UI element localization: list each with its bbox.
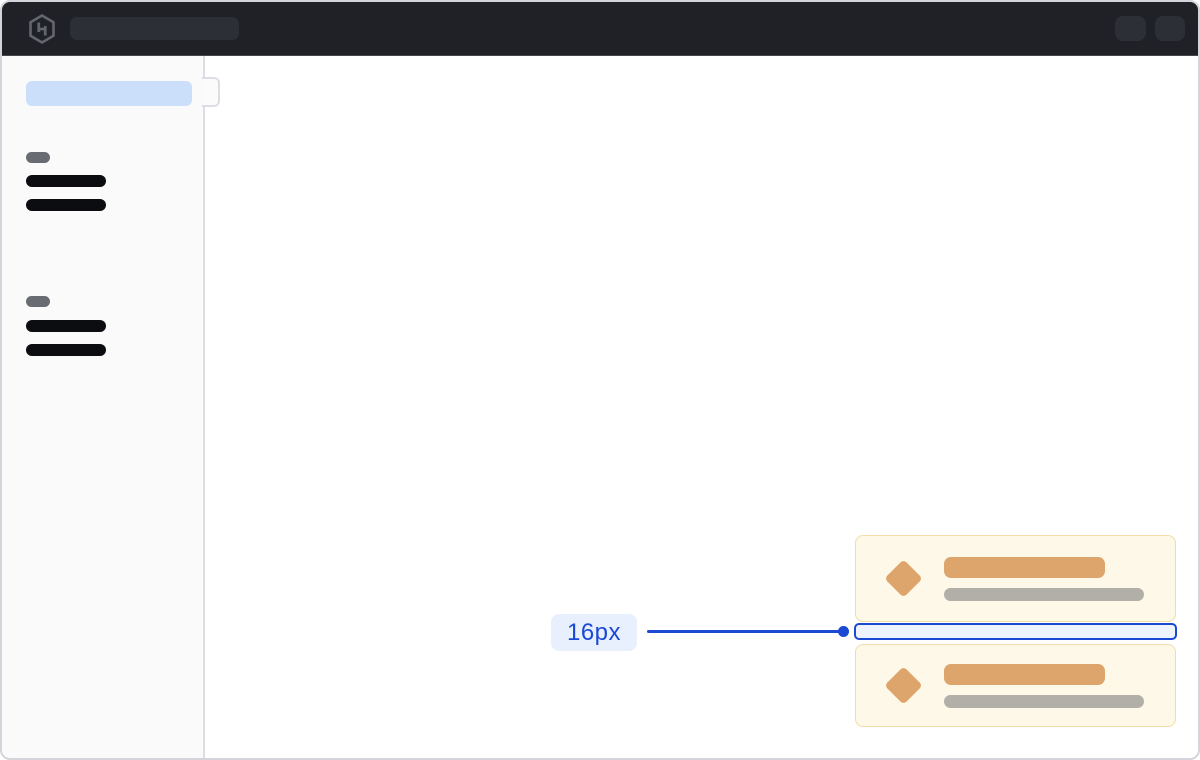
annotation-connector-line	[647, 630, 843, 633]
card	[855, 535, 1176, 622]
sidebar-active-item-placeholder[interactable]	[26, 81, 192, 106]
card-title-placeholder	[944, 556, 1105, 578]
sidebar-item-placeholder-4[interactable]	[26, 344, 106, 356]
sidebar-section-label-placeholder-1	[26, 152, 50, 163]
sidebar-toggle-notch[interactable]	[202, 77, 220, 107]
card-text-placeholders	[944, 663, 1144, 708]
sidebar-item-placeholder-2[interactable]	[26, 199, 106, 211]
diamond-icon	[884, 559, 923, 598]
annotation-connector-dot	[838, 626, 849, 637]
card-title-placeholder	[944, 663, 1105, 685]
top-navbar	[2, 2, 1198, 56]
card	[855, 644, 1176, 727]
sidebar	[2, 56, 205, 758]
card-subtitle-placeholder	[944, 694, 1144, 708]
sidebar-item-placeholder-1[interactable]	[26, 175, 106, 187]
spacing-highlight	[854, 623, 1177, 640]
spacing-label: 16px	[551, 614, 637, 651]
card-subtitle-placeholder	[944, 587, 1144, 601]
hashicorp-logo-icon[interactable]	[26, 13, 58, 45]
card-text-placeholders	[944, 556, 1144, 601]
navbar-action-placeholder-1[interactable]	[1115, 16, 1146, 41]
main-content	[207, 56, 1198, 758]
diamond-icon	[884, 666, 923, 705]
sidebar-section-label-placeholder-2	[26, 296, 50, 307]
navbar-action-placeholder-2[interactable]	[1155, 16, 1185, 41]
global-search-placeholder[interactable]	[70, 17, 239, 40]
sidebar-item-placeholder-3[interactable]	[26, 320, 106, 332]
